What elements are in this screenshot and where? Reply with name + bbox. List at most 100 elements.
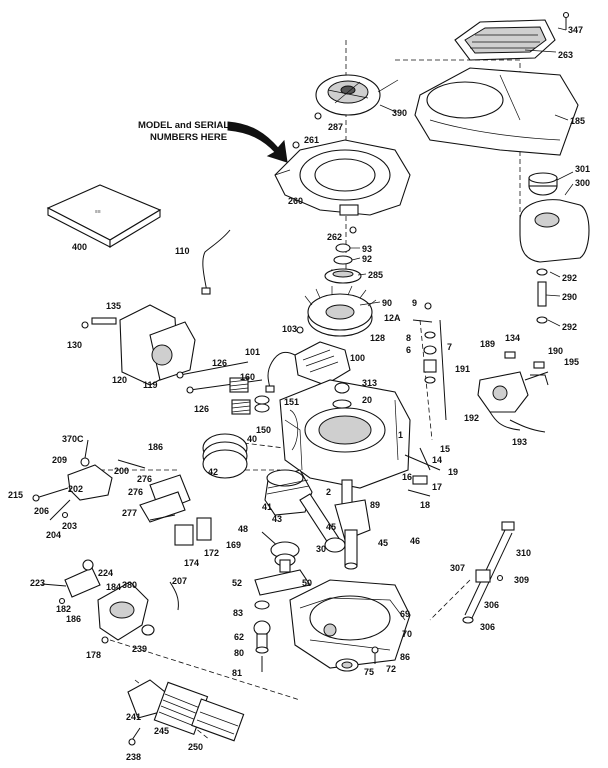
oil-fill-tube [462, 521, 515, 624]
crankshaft [334, 479, 371, 570]
fuel-line-290 [536, 268, 548, 324]
label-260: 260 [288, 196, 303, 206]
label-14: 14 [432, 455, 442, 465]
label-287: 287 [328, 122, 343, 132]
label-16: 16 [402, 472, 412, 482]
label-83: 83 [233, 608, 243, 618]
label-41: 41 [262, 502, 272, 512]
label-292-lower: 292 [562, 322, 577, 332]
label-309: 309 [514, 575, 529, 585]
label-52: 52 [232, 578, 242, 588]
label-306-upper: 306 [484, 600, 499, 610]
label-174: 174 [184, 558, 199, 568]
ground-wire [201, 229, 231, 295]
label-245: 245 [154, 726, 169, 736]
flywheel [304, 285, 377, 337]
label-48-left: 48 [238, 524, 248, 534]
governor-linkage [404, 447, 441, 497]
label-310: 310 [516, 548, 531, 558]
label-9: 9 [412, 298, 417, 308]
label-90-flywheel: 90 [382, 298, 392, 308]
label-182: 182 [56, 604, 71, 614]
crank-seal [335, 646, 379, 672]
label-100: 100 [350, 353, 365, 363]
camshaft [261, 531, 300, 573]
shroud-top-cover [454, 19, 556, 61]
label-126-upper: 126 [212, 358, 227, 368]
label-313: 313 [362, 378, 377, 388]
label-30: 30 [316, 544, 326, 554]
blower-housing [414, 67, 579, 156]
label-81: 81 [232, 668, 242, 678]
label-186-lower: 186 [66, 614, 81, 624]
cylinder-block [279, 379, 411, 489]
tappet [254, 569, 311, 596]
label-390: 390 [392, 108, 407, 118]
label-292-upper: 292 [562, 273, 577, 283]
label-206: 206 [34, 506, 49, 516]
label-42: 42 [208, 467, 218, 477]
label-6: 6 [406, 345, 411, 355]
piston-rings [202, 433, 248, 479]
label-400: 400 [72, 242, 87, 252]
label-15: 15 [440, 444, 450, 454]
fan-housing [274, 139, 411, 216]
callout-line-1: MODEL and SERIAL [138, 120, 229, 131]
air-filter-assembly [127, 679, 245, 746]
rotating-screen [315, 74, 399, 116]
label-207: 207 [172, 576, 187, 586]
carburetor [41, 559, 179, 644]
sump-gear-parts [253, 600, 271, 672]
part-number-labels: 347 263 390 287 185 261 260 262 301 300 … [8, 25, 590, 762]
label-276-upper: 276 [137, 474, 152, 484]
label-300: 300 [575, 178, 590, 188]
label-307: 307 [450, 563, 465, 573]
muffler-gaskets [149, 514, 212, 546]
valve-springs [229, 377, 270, 415]
label-8: 8 [406, 333, 411, 343]
label-184: 184 [106, 582, 121, 592]
label-223: 223 [30, 578, 45, 588]
label-190: 190 [548, 346, 563, 356]
fuel-tank [519, 199, 590, 263]
label-7: 7 [447, 342, 452, 352]
label-191: 191 [455, 364, 470, 374]
label-189: 189 [480, 339, 495, 349]
fuel-cap [528, 172, 558, 196]
label-20: 20 [362, 395, 372, 405]
label-72: 72 [386, 664, 396, 674]
label-86: 86 [400, 652, 410, 662]
label-150: 150 [256, 425, 271, 435]
screw-287 [314, 112, 322, 120]
label-12A: 12A [384, 313, 401, 323]
label-204: 204 [46, 530, 61, 540]
label-40: 40 [247, 434, 257, 444]
screw-103 [296, 326, 304, 334]
label-93: 93 [362, 244, 372, 254]
label-241: 241 [126, 712, 141, 722]
label-380: 380 [122, 580, 137, 590]
label-262: 262 [327, 232, 342, 242]
label-103: 103 [282, 324, 297, 334]
screw-347 [562, 11, 570, 30]
label-239: 239 [132, 644, 147, 654]
label-19: 19 [448, 467, 458, 477]
label-1: 1 [398, 430, 403, 440]
screw-261 [292, 141, 300, 149]
ignition-module [265, 341, 351, 393]
label-169: 169 [226, 540, 241, 550]
label-18: 18 [420, 500, 430, 510]
label-134: 134 [505, 333, 520, 343]
label-172: 172 [204, 548, 219, 558]
label-126-lower: 126 [194, 404, 209, 414]
label-43: 43 [272, 514, 282, 524]
label-128: 128 [370, 333, 385, 343]
oil-sump [289, 579, 411, 669]
label-45-upper: 45 [326, 522, 336, 532]
label-209: 209 [52, 455, 67, 465]
label-263: 263 [558, 50, 573, 60]
label-290: 290 [562, 292, 577, 302]
label-238: 238 [126, 752, 141, 762]
label-261: 261 [304, 135, 319, 145]
